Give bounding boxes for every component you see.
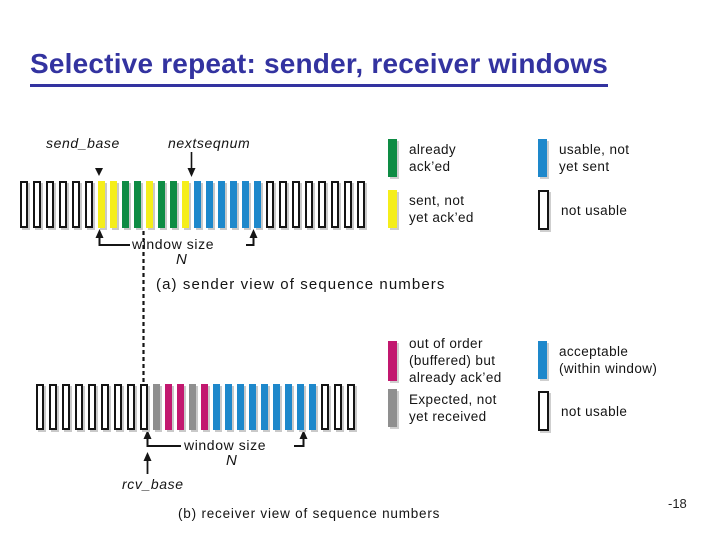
yellow-swatch — [388, 190, 397, 228]
seq-bar-E — [305, 181, 313, 228]
seq-bar-B — [249, 384, 256, 430]
seq-bar-S — [153, 384, 160, 430]
seq-bar-E — [331, 181, 339, 228]
seq-bar-M — [177, 384, 184, 430]
seq-bar-E — [127, 384, 135, 430]
legend-label: not usable — [561, 403, 628, 419]
blue-swatch — [538, 139, 547, 177]
receiver-view-caption: (b) receiver view of sequence numbers — [178, 506, 441, 521]
legend-label: acceptable (within window) — [559, 344, 658, 376]
seq-bar-B — [213, 384, 220, 430]
legend-label: not usable — [561, 202, 628, 218]
seq-bar-E — [46, 181, 54, 228]
legend-label: sent, not yet ack’ed — [409, 193, 474, 225]
seq-bar-B — [237, 384, 244, 430]
legend-label: usable, not yet sent — [559, 142, 630, 174]
seq-bar-E — [33, 181, 41, 228]
legend-label: Expected, not yet received — [409, 392, 497, 424]
seq-bar-E — [88, 384, 96, 430]
seq-bar-B — [242, 181, 249, 228]
seq-bar-E — [20, 181, 28, 228]
blue-swatch — [538, 341, 547, 379]
magenta-swatch — [388, 340, 397, 381]
seq-bar-G — [122, 181, 129, 228]
sender-sequence-bars — [20, 181, 365, 228]
slide-title: Selective repeat: sender, receiver windo… — [30, 48, 609, 87]
seq-bar-E — [334, 384, 342, 430]
rcv-base-pointer — [143, 452, 152, 474]
seq-bar-G — [170, 181, 177, 228]
seq-bar-E — [321, 384, 329, 430]
seq-bar-Y — [182, 181, 189, 228]
nextseqnum-pointer — [187, 152, 196, 177]
legend-item-expected: Expected, not yet received — [388, 389, 497, 427]
seq-bar-Y — [146, 181, 153, 228]
send-base-pointer — [95, 168, 103, 176]
seq-bar-B — [230, 181, 237, 228]
outline-swatch — [538, 190, 549, 230]
seq-bar-E — [279, 181, 287, 228]
seq-bar-E — [140, 384, 148, 430]
seq-bar-E — [101, 384, 109, 430]
green-swatch — [388, 139, 397, 177]
seq-bar-E — [36, 384, 44, 430]
legend-item-out-of-order: out of order (buffered) but already ack’… — [388, 335, 502, 386]
seq-bar-E — [266, 181, 274, 228]
legend-item-acceptable: acceptable (within window) — [538, 341, 657, 379]
seq-bar-B — [254, 181, 261, 228]
receiver-window-n-label: N — [226, 452, 238, 469]
seq-bar-E — [62, 384, 70, 430]
seq-bar-B — [225, 384, 232, 430]
seq-bar-E — [75, 384, 83, 430]
legend-label: out of order (buffered) but already ack’… — [409, 336, 502, 385]
seq-bar-B — [297, 384, 304, 430]
sender-window-n-label: N — [176, 251, 188, 268]
seq-bar-E — [357, 181, 365, 228]
seq-bar-B — [309, 384, 316, 430]
seq-bar-E — [114, 384, 122, 430]
rcv-base-label: rcv_base — [122, 476, 184, 492]
legend-label: already ack’ed — [409, 142, 457, 174]
legend-item-not-usable-receiver: not usable — [538, 391, 627, 431]
page-number: -18 — [668, 496, 687, 511]
seq-bar-B — [261, 384, 268, 430]
seq-bar-S — [189, 384, 196, 430]
seq-bar-Y — [98, 181, 105, 228]
seq-bar-M — [201, 384, 208, 430]
seq-bar-E — [49, 384, 57, 430]
seq-bar-Y — [110, 181, 117, 228]
send-base-label: send_base — [46, 135, 120, 151]
seq-bar-E — [85, 181, 93, 228]
seq-bar-B — [273, 384, 280, 430]
legend-item-not-usable-sender: not usable — [538, 190, 627, 230]
seq-bar-E — [344, 181, 352, 228]
seq-bar-B — [218, 181, 225, 228]
seq-bar-E — [347, 384, 355, 430]
legend-item-sent-not-acked: sent, not yet ack’ed — [388, 190, 474, 228]
seq-bar-E — [59, 181, 67, 228]
seq-bar-E — [318, 181, 326, 228]
receiver-sequence-bars — [36, 384, 355, 430]
gray-swatch — [388, 389, 397, 427]
legend-item-already-acked: already ack’ed — [388, 139, 456, 177]
nextseqnum-label: nextseqnum — [168, 135, 251, 151]
sender-view-caption: (a) sender view of sequence numbers — [156, 276, 446, 293]
receiver-window-size-label: window size — [184, 437, 267, 453]
seq-bar-G — [158, 181, 165, 228]
seq-bar-M — [165, 384, 172, 430]
seq-bar-B — [285, 384, 292, 430]
seq-bar-B — [194, 181, 201, 228]
seq-bar-G — [134, 181, 141, 228]
seq-bar-E — [292, 181, 300, 228]
sender-window-size-label: window size — [132, 236, 215, 252]
seq-bar-B — [206, 181, 213, 228]
seq-bar-E — [72, 181, 80, 228]
outline-swatch — [538, 391, 549, 431]
legend-item-usable-not-sent: usable, not yet sent — [538, 139, 629, 177]
